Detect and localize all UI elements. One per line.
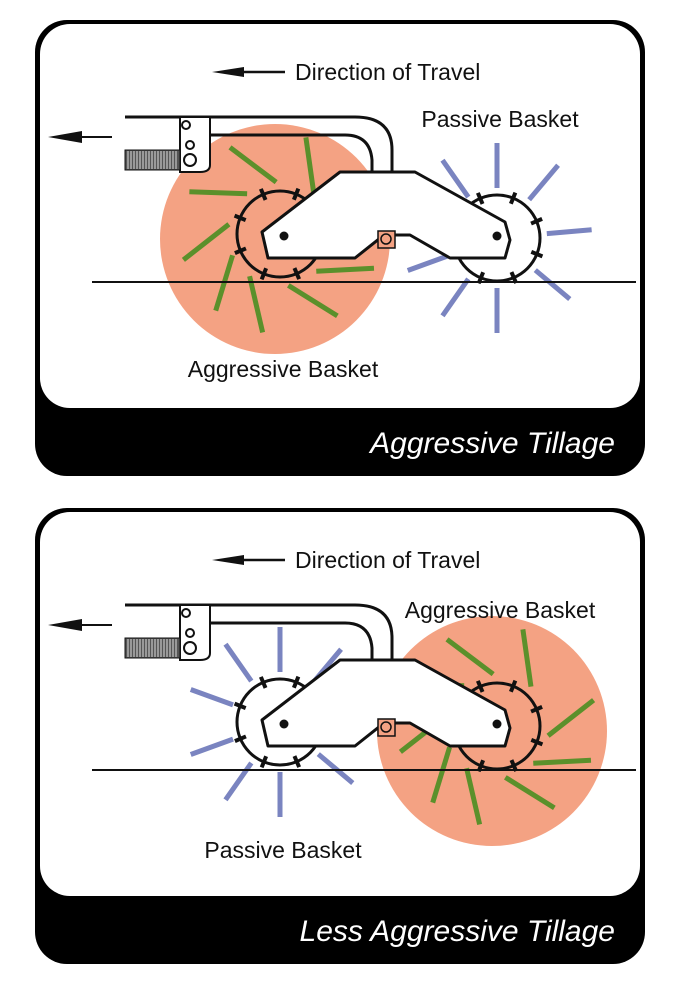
mount-bracket — [179, 116, 211, 173]
rear-axle — [492, 231, 502, 241]
ring-bar — [530, 738, 544, 747]
passive-tine — [189, 687, 234, 708]
pivot-pin — [185, 140, 195, 150]
pivot-pin — [181, 120, 191, 130]
ring-bar — [509, 679, 518, 693]
ring-bar — [259, 755, 268, 769]
aggressive-tine — [287, 283, 339, 319]
basket-arm — [260, 658, 512, 748]
passive-tine — [189, 736, 234, 757]
direction-label: Direction of Travel — [295, 547, 480, 573]
ring-bar — [234, 246, 247, 255]
aggressive-tine — [520, 629, 534, 687]
ring-bar — [234, 734, 247, 743]
passive-tine — [223, 642, 254, 683]
aggressive-tine — [464, 767, 483, 826]
ring-bar — [233, 213, 247, 222]
ring-bar — [476, 192, 485, 205]
direction-arrow-icon — [212, 555, 244, 565]
front-basket-label: Aggressive Basket — [188, 356, 379, 382]
ring-bar — [530, 217, 543, 226]
pivot-pin — [183, 153, 197, 167]
aggressive-tine — [228, 145, 278, 185]
ring-bar — [259, 267, 268, 281]
mechanism — [48, 555, 636, 846]
travel-arrow-left-icon — [48, 619, 82, 631]
travel-arrow-left-icon — [48, 131, 82, 143]
ring-bar — [233, 701, 247, 710]
toolbar-frame-inner — [190, 621, 374, 660]
passive-tine — [546, 227, 592, 237]
aggressive-tine — [247, 275, 266, 334]
ring-bar — [530, 705, 543, 714]
ring-bar — [509, 191, 518, 205]
ring-bar — [292, 267, 301, 280]
passive-tine — [440, 277, 471, 318]
ring-bar — [292, 187, 301, 201]
panel-title: Less Aggressive Tillage — [300, 915, 615, 948]
aggressive-tine — [546, 698, 596, 738]
panel-title: Aggressive Tillage — [368, 427, 615, 460]
pivot-pin — [183, 641, 197, 655]
ring-bar — [259, 676, 268, 689]
toolbar-frame-outer — [125, 603, 394, 660]
aggressive-tine — [303, 137, 317, 195]
passive-tine — [440, 158, 471, 199]
rear-basket-label: Aggressive Basket — [405, 597, 596, 623]
aggressive-tine — [445, 637, 495, 677]
toolbar-frame-outer — [125, 115, 394, 172]
direction-arrow-icon — [212, 67, 244, 77]
aggressive-tine — [189, 189, 248, 197]
mechanism — [48, 67, 636, 354]
front-basket-label: Passive Basket — [204, 837, 362, 863]
toolbar-frame-inner — [190, 133, 374, 172]
passive-tine — [527, 163, 560, 202]
ring-bar — [476, 680, 485, 693]
pivot-pin — [181, 608, 191, 618]
passive-tine — [406, 252, 451, 273]
direction-label: Direction of Travel — [295, 59, 480, 85]
ring-bar — [259, 188, 268, 201]
aggressive-tine — [316, 265, 375, 274]
mount-bracket — [179, 604, 211, 661]
front-axle — [279, 231, 289, 241]
adjustment-pin — [380, 721, 392, 733]
front-axle — [279, 719, 289, 729]
aggressive-tine — [533, 757, 592, 766]
ring-bar — [292, 675, 301, 689]
aggressive-tine — [430, 746, 452, 804]
aggressive-tine — [504, 775, 556, 811]
ring-bar — [292, 755, 301, 768]
passive-tine — [316, 752, 355, 785]
rear-basket-label: Passive Basket — [421, 106, 579, 132]
rear-axle — [492, 719, 502, 729]
ring-bar — [530, 250, 544, 259]
pivot-pin — [185, 628, 195, 638]
adjustment-pin — [380, 233, 392, 245]
passive-tine — [533, 268, 572, 301]
aggressive-tine — [181, 222, 231, 262]
basket-arm — [260, 170, 512, 260]
